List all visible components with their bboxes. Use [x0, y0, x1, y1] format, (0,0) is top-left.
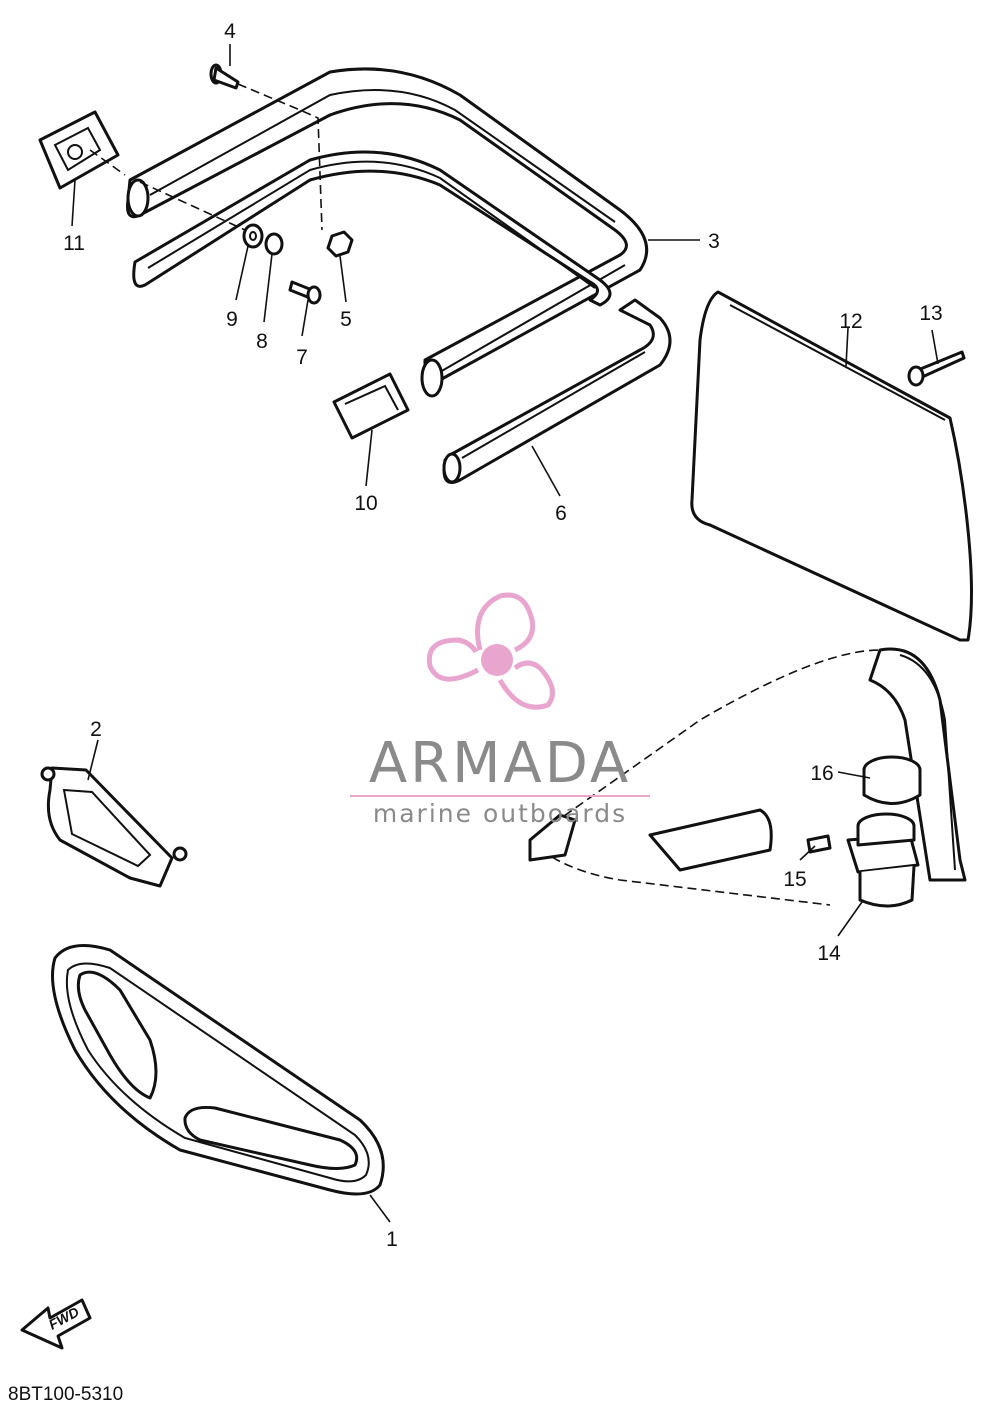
- watermark-tagline: marine outboards: [373, 799, 627, 828]
- callout-10: 10: [354, 492, 377, 515]
- part-9-washer: [242, 223, 264, 249]
- part-11-bracket: [38, 110, 120, 190]
- part-10-pad: [332, 372, 410, 440]
- watermark-brand: ARMADA: [369, 731, 631, 796]
- callout-15: 15: [783, 868, 806, 891]
- watermark: ARMADA marine outboards: [350, 592, 650, 828]
- part-2-grille: [40, 766, 188, 888]
- leader-lines: [71, 44, 939, 1223]
- part-14-drain: [846, 812, 920, 908]
- propeller-icon: [426, 592, 555, 710]
- callout-3: 3: [708, 230, 720, 253]
- fwd-arrow-icon: FWD: [20, 1298, 92, 1350]
- part-3-rail: [126, 67, 649, 398]
- callout-5: 5: [340, 308, 352, 331]
- callout-16: 16: [810, 762, 833, 785]
- diagram-code: 8BT100-5310: [8, 1384, 123, 1405]
- part-5-nut: [326, 230, 354, 258]
- callouts: 4 3 11 9 8 7 5 10 6 12 13 2 16 15 14 1: [63, 20, 943, 1251]
- assembly-lines: [89, 83, 323, 231]
- callout-11: 11: [63, 232, 85, 255]
- inner-moulding: [132, 150, 612, 307]
- callout-9: 9: [226, 308, 238, 331]
- callout-14: 14: [817, 942, 841, 965]
- callout-1: 1: [386, 1228, 398, 1251]
- callout-4: 4: [224, 20, 236, 43]
- callout-8: 8: [256, 330, 268, 353]
- part-12-panel: [690, 290, 973, 642]
- part-8-washer: [264, 232, 284, 256]
- part-1-cover: [51, 944, 385, 1196]
- part-6-moulding: [442, 298, 672, 484]
- callout-12: 12: [839, 310, 862, 333]
- callout-7: 7: [296, 346, 308, 369]
- part-13-rivet: [907, 350, 966, 387]
- callout-2: 2: [90, 718, 102, 741]
- callout-13: 13: [919, 302, 942, 325]
- part-4-bolt: [209, 63, 240, 90]
- callout-6: 6: [555, 502, 567, 525]
- part-16-grommet: [862, 755, 922, 805]
- part-7-screw: [288, 280, 322, 305]
